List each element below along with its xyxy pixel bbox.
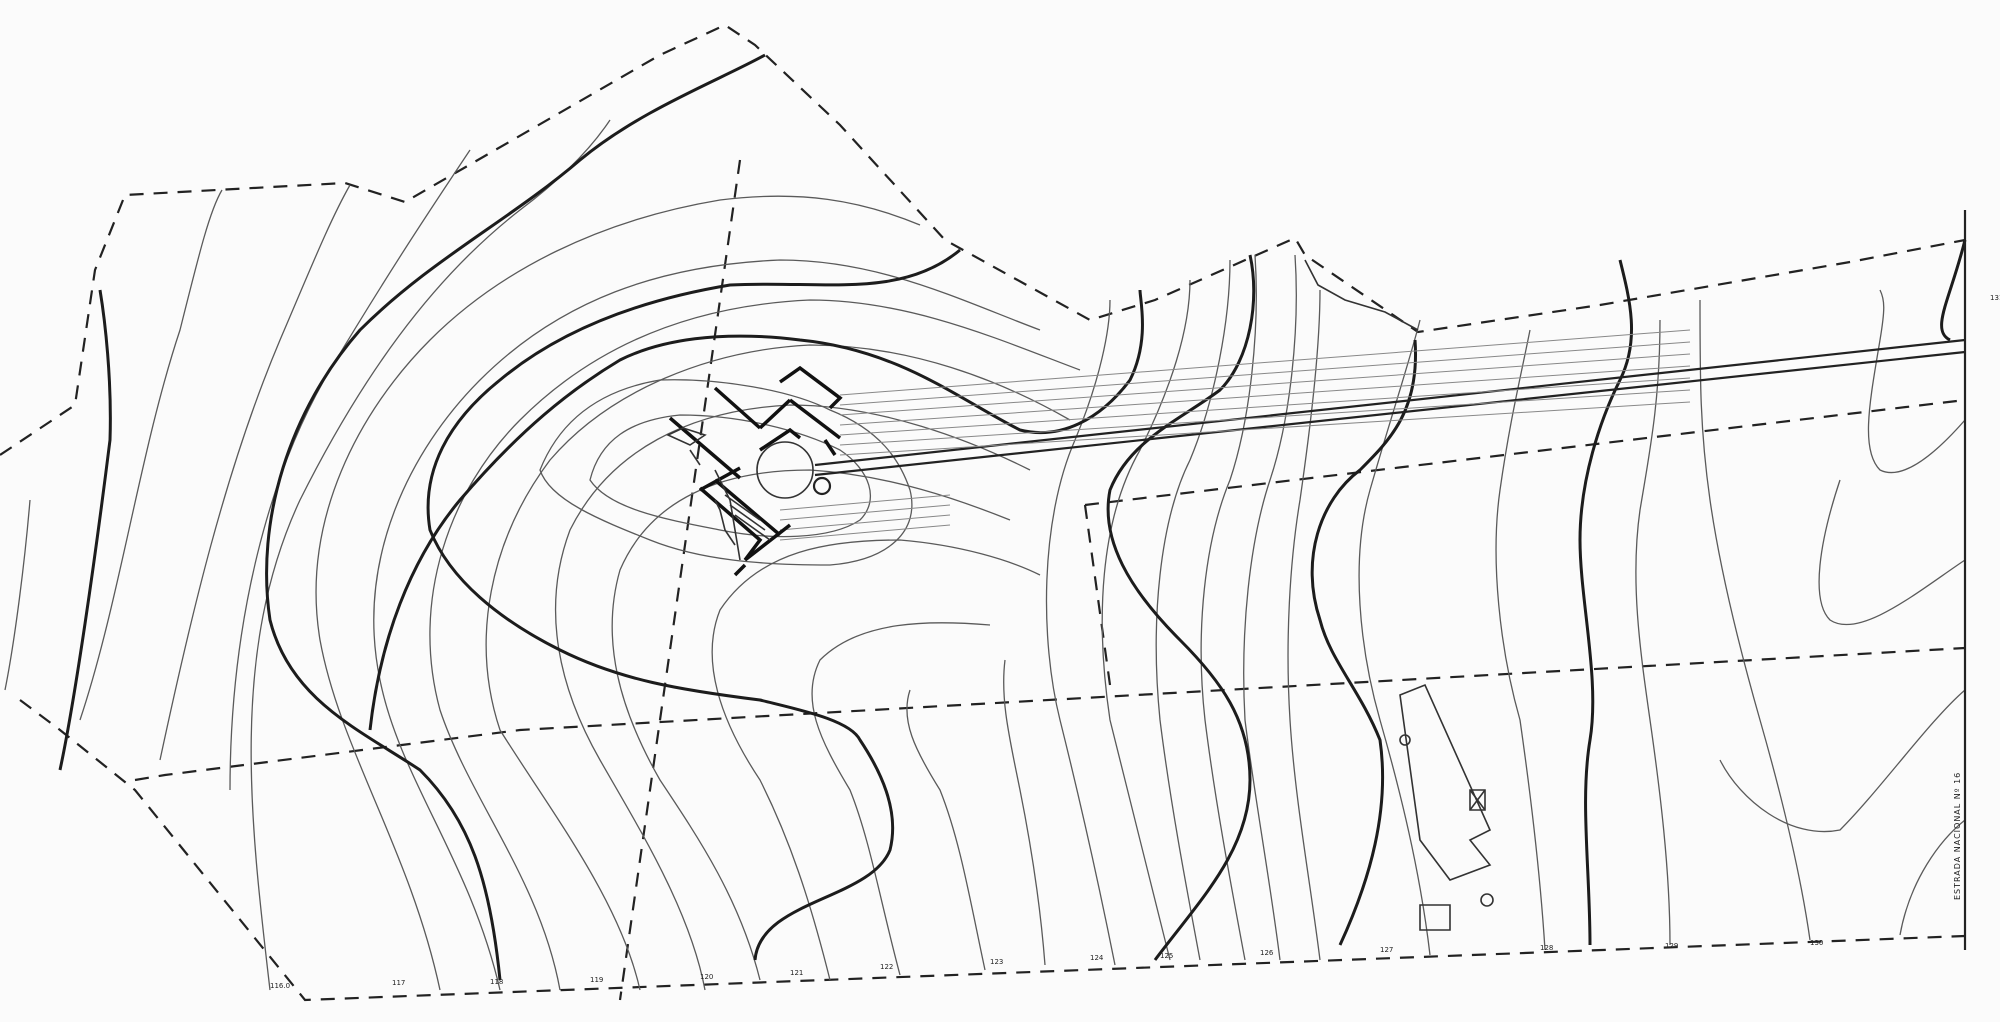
elevation-label: 116.0 <box>270 982 290 990</box>
elevation-label: 131 <box>1990 294 2000 302</box>
elevation-label: 127 <box>1380 946 1393 954</box>
elevation-label: 129 <box>1665 942 1678 950</box>
elevation-label: 121 <box>790 969 803 977</box>
road-label: ESTRADA NACIONAL Nº 16 <box>1953 772 1962 900</box>
index-contour-lines <box>58 53 1967 981</box>
elevation-labels: 116.0 117 118 119 120 121 122 123 124 12… <box>270 294 2000 990</box>
elevation-label: 128 <box>1540 944 1553 952</box>
elevation-label: 117 <box>392 979 405 987</box>
outbuilding-plan <box>1399 683 1494 931</box>
elevation-label: 130 <box>1810 939 1823 947</box>
elevation-label: 120 <box>700 973 713 981</box>
elevation-label: 125 <box>1160 952 1173 960</box>
elevation-label: 118 <box>490 978 503 986</box>
access-road <box>812 210 1967 950</box>
elevation-label: 122 <box>880 963 893 971</box>
contour-lines <box>4 119 1966 991</box>
elevation-label: 124 <box>1090 954 1104 962</box>
elevation-label: 123 <box>990 958 1003 966</box>
elevation-label: 119 <box>590 976 603 984</box>
elevation-label: 126 <box>1260 949 1274 957</box>
embankment-hatch <box>1304 259 1419 331</box>
driveway-hatching <box>779 329 1691 541</box>
property-boundary <box>0 23 1966 1002</box>
house-plan <box>666 365 843 577</box>
